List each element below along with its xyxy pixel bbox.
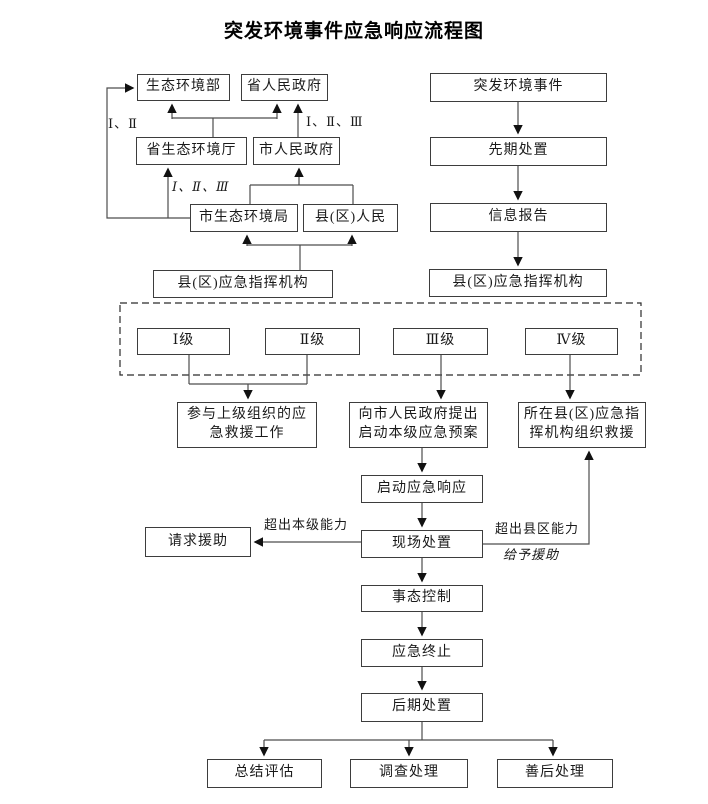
edge-label-levels-1-2: Ⅰ、Ⅱ <box>108 116 138 131</box>
node-level-3: Ⅲ级 <box>393 328 488 355</box>
node-situation-control: 事态控制 <box>361 585 483 612</box>
node-county-emergency-command-left: 县(区)应急指挥机构 <box>153 270 333 298</box>
node-initial-disposal: 先期处置 <box>430 137 607 166</box>
node-level-1: Ⅰ级 <box>137 328 230 355</box>
node-onsite-disposal: 现场处置 <box>361 530 483 558</box>
edge-label-levels-1-2-3-italic: Ⅰ、Ⅱ、Ⅲ <box>172 179 230 194</box>
node-investigation-handling: 调查处理 <box>350 759 468 788</box>
edge-label-exceed-local-capability: 超出本级能力 <box>264 517 349 532</box>
node-county-emergency-command-right: 县(区)应急指挥机构 <box>429 269 607 297</box>
node-level-2: Ⅱ级 <box>265 328 360 355</box>
node-post-disposal: 后期处置 <box>361 693 483 722</box>
node-ministry-ecology-environment: 生态环境部 <box>137 74 230 101</box>
node-information-report: 信息报告 <box>430 203 607 232</box>
node-city-ecology-bureau: 市生态环境局 <box>190 204 298 232</box>
node-city-government: 市人民政府 <box>253 137 340 165</box>
node-local-command-organize-rescue: 所在县(区)应急指挥机构组织救援 <box>518 402 646 448</box>
node-join-higher-level-rescue: 参与上级组织的应急救援工作 <box>177 402 317 448</box>
node-environmental-incident: 突发环境事件 <box>430 73 607 102</box>
node-county-people: 县(区)人民 <box>303 204 398 232</box>
node-provincial-ecology-department: 省生态环境厅 <box>136 137 247 165</box>
level-classification-dashed-box <box>119 302 642 376</box>
edge-label-levels-1-2-3: Ⅰ、Ⅱ、Ⅲ <box>306 114 364 129</box>
node-summary-evaluation: 总结评估 <box>207 759 322 788</box>
diagram-title: 突发环境事件应急响应流程图 <box>223 21 484 42</box>
node-propose-activate-plan: 向市人民政府提出启动本级应急预案 <box>349 402 488 448</box>
node-start-emergency-response: 启动应急响应 <box>361 475 483 503</box>
node-request-assistance: 请求援助 <box>145 527 251 557</box>
node-emergency-termination: 应急终止 <box>361 639 483 667</box>
edge-label-give-assistance: 给予援助 <box>503 547 560 562</box>
node-level-4: Ⅳ级 <box>525 328 618 355</box>
node-aftermath-handling: 善后处理 <box>497 759 613 788</box>
edge-label-exceed-county-capability: 超出县区能力 <box>495 521 580 536</box>
node-provincial-government: 省人民政府 <box>241 74 328 101</box>
